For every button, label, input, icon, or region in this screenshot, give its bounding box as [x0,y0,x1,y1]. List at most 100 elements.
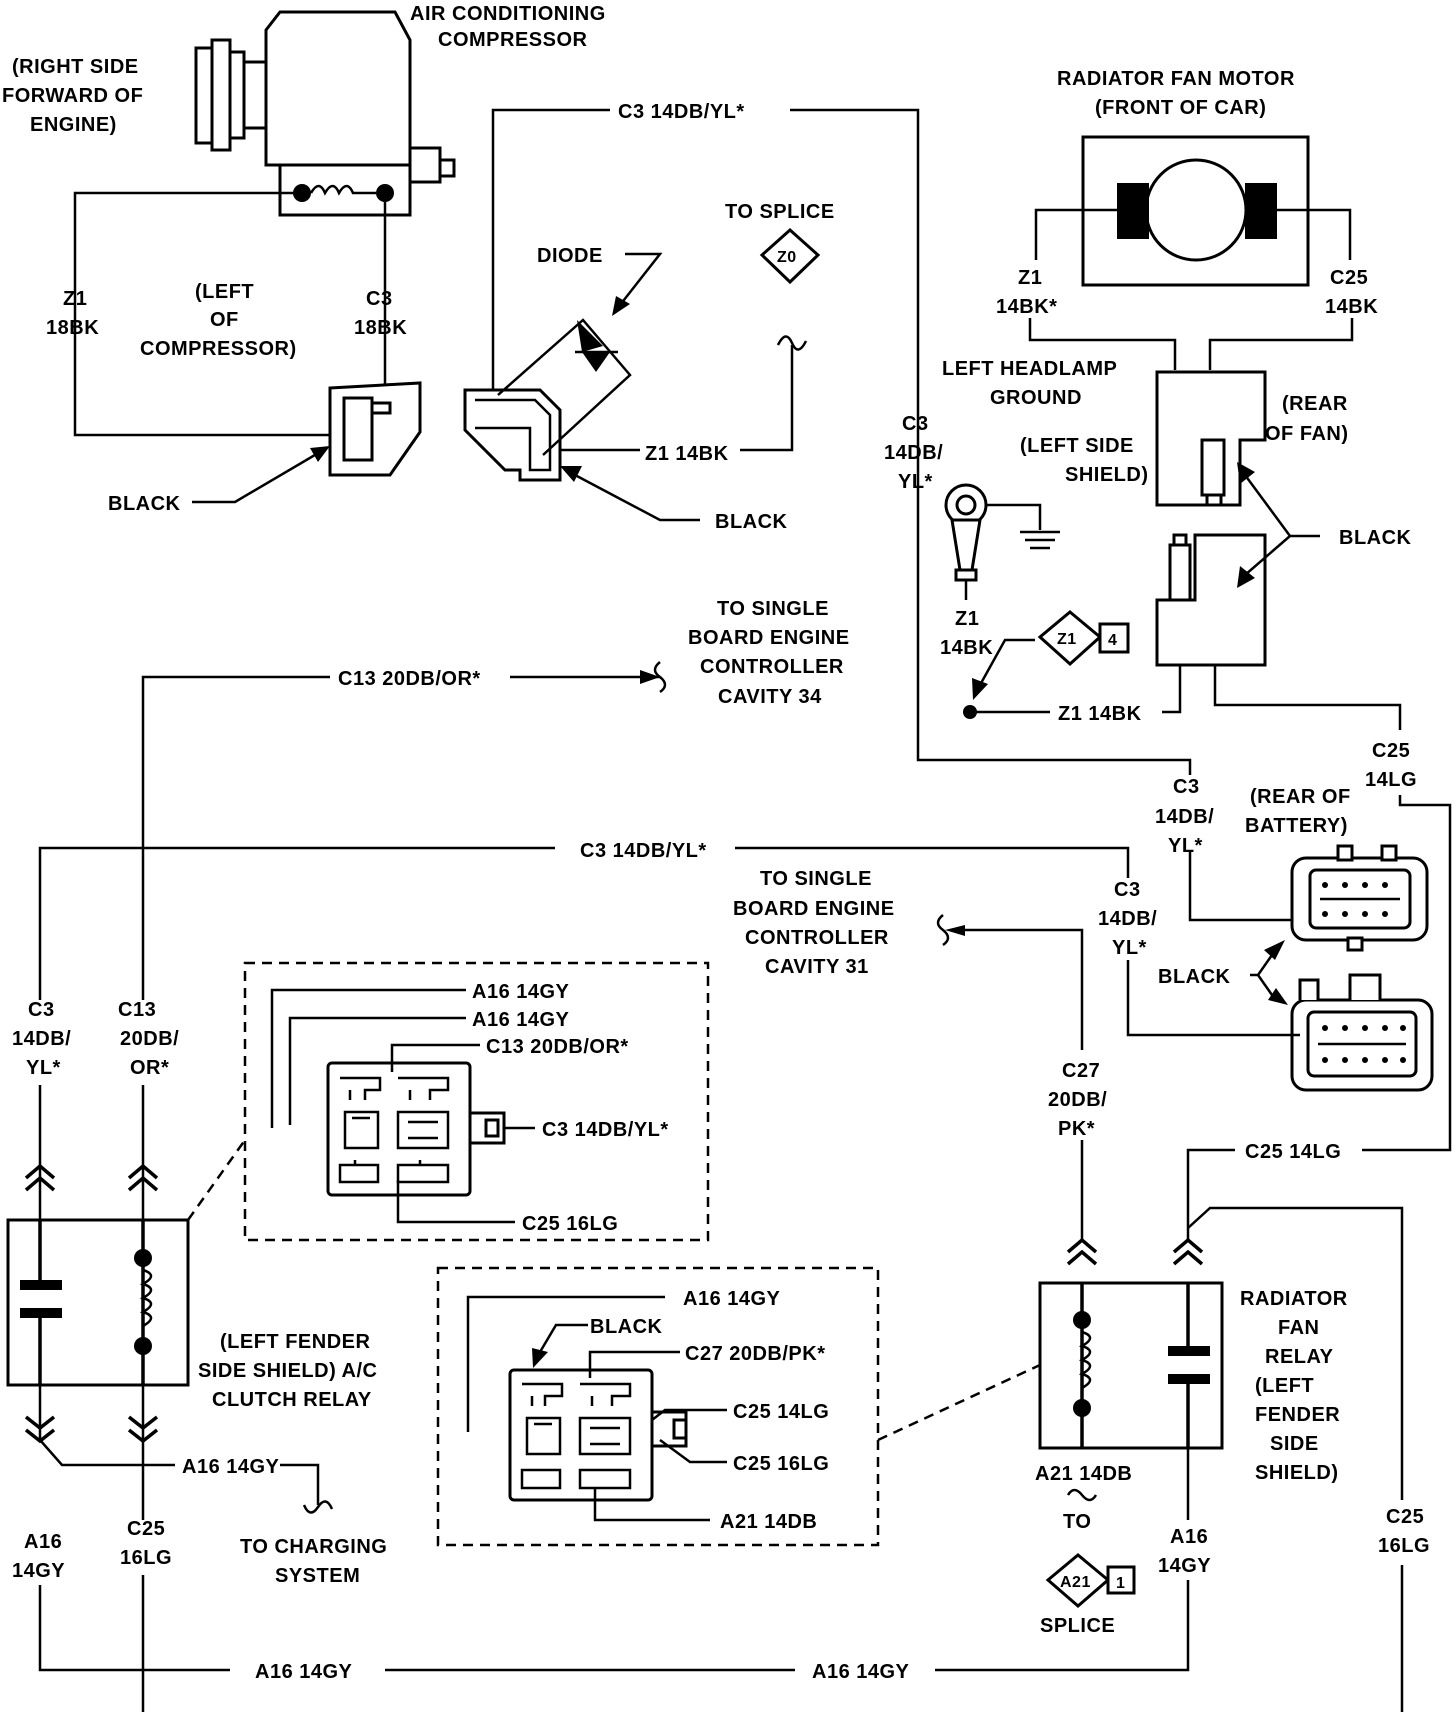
fan-conn-black-pointer [538,1323,588,1353]
a16-14gy-bottom-2-label: A16 14GY [812,1661,910,1683]
rear-of-fan-label: (REAR OF FAN) [1265,393,1354,445]
fan-conn-label-5: C25 16LG [733,1453,829,1475]
wire-break-31 [936,914,950,947]
c13-20db-or-top-label: C13 20DB/OR* [338,668,481,690]
wire-break [776,335,808,351]
splice-a21-num: 1 [1116,1575,1125,1592]
splice-a21-text: A21 [1060,1574,1091,1591]
c27-20db-pk-label: C27 20DB/ PK* [1048,1060,1113,1140]
c3-rear-batt-label: C3 14DB/ YL* [1155,776,1220,857]
a16-left-label: A16 14GY [12,1531,68,1582]
ac-clutch-relay-label: (LEFT FENDER SIDE SHIELD) A/C CLUTCH REL… [198,1331,384,1411]
wire-c3-battery-lower [1188,850,1305,922]
fan-conn-label-1: A16 14GY [683,1288,781,1310]
ac-relay-connector [326,1061,506,1197]
wire-break-a21 [1066,1488,1098,1502]
ac-conn-wire-5 [396,1180,515,1224]
black-pointer-1 [192,450,321,504]
ac-conn-wire-3 [390,1043,480,1072]
splice-label: SPLICE [1040,1615,1115,1637]
black-pointer-4 [1250,954,1274,996]
rear-of-battery-label: (REAR OF BATTERY) [1245,786,1357,837]
black-pointer-3 [1243,474,1320,576]
splice-z1-text: Z1 [1057,631,1077,648]
fan-conn-wire-1 [466,1295,665,1432]
battery-connector-upper [1290,844,1429,952]
wire-fan-z1-down [1028,318,1177,370]
fan-conn-label-4: C25 14LG [733,1401,829,1423]
c3-14db-yl-top-label: C3 14DB/YL* [618,101,745,123]
wire-fan-lower-z1 [968,665,1182,714]
z1-18bk-label: Z1 18BK [46,288,99,339]
wire-fan-lower-c25 [1213,665,1402,730]
c3-mid-label: C3 14DB/ YL* [884,413,949,493]
to-charging-system-label: TO CHARGING SYSTEM [240,1536,393,1587]
fan-connector-upper [1155,370,1267,507]
z1-14bk-ground-label: Z1 14BK [940,608,993,659]
a21-14db-label: A21 14DB [1035,1463,1132,1485]
left-of-compressor-label: (LEFT OF COMPRESSOR) [140,281,297,360]
wire-a16-left-down [38,1580,1190,1672]
ac-compressor-label: AIR CONDITIONING COMPRESSOR [410,3,612,51]
to-sbec-34-label: TO SINGLE BOARD ENGINE CONTROLLER CAVITY… [688,598,856,708]
z1-14bk-diode-label: Z1 14BK [645,443,729,465]
c3-14db-yl-long-label: C3 14DB/YL* [580,840,707,862]
diode-connector [463,318,632,482]
splice-z0-text: Z0 [777,249,797,266]
splice-a21-diamond [1045,1553,1111,1608]
black-label-4: BLACK [1158,966,1231,988]
radiator-fan-motor [1081,135,1310,287]
to-splice-z0-label: TO SPLICE [725,201,835,223]
radiator-fan-relay-label: RADIATOR FAN RELAY (LEFT FENDER SIDE SHI… [1240,1288,1354,1484]
fan-connector-lower [1155,533,1267,667]
ac-conn-label-5: C25 16LG [522,1213,618,1235]
radiator-fan-motor-label: RADIATOR FAN MOTOR (FRONT OF CAR) [1057,68,1301,119]
wire-c3-14db-yl-top [491,108,920,640]
fan-z1-label: Z1 14BK* [996,267,1057,318]
splice-dot [963,705,977,719]
c25-14lg-right-label: C25 14LG [1365,740,1417,791]
splice-z1-diamond [1037,610,1103,667]
wire-a16-left [38,1385,320,1505]
ac-clutch-relay [6,1218,190,1387]
wire-c25-14lg-right [1380,795,1452,1152]
wire-c25-14lg-mid [1186,1148,1380,1240]
ac-conn-label-3: C13 20DB/OR* [486,1036,629,1058]
wire-c25-16lg-right-top [1187,1206,1404,1500]
a16-right-label: A16 14GY [1158,1526,1214,1577]
wire-c3-to-battery [916,640,1192,775]
wire-break-charging [302,1500,334,1514]
fan-conn-wire-5 [659,1438,727,1464]
ac-compressor [194,10,456,217]
fan-relay-connector-box [436,1266,880,1547]
fan-conn-label-2: BLACK [590,1316,663,1338]
a16-14gy-bottom-1-label: A16 14GY [255,1661,353,1683]
diode-pointer [619,252,663,306]
c25-16lg-right-label: C25 16LG [1378,1506,1430,1557]
z1-14bk-lower-label: Z1 14BK [1058,703,1142,725]
wire-c3-long [38,846,1130,1000]
ac-conn-label-2: A16 14GY [472,1009,570,1031]
right-side-forward-label: (RIGHT SIDE FORWARD OF ENGINE) [2,56,149,136]
diode-label: DIODE [537,245,603,267]
left-side-shield-label: (LEFT SIDE SHIELD) [1020,435,1149,486]
ac-conn-wire-2 [288,1016,466,1125]
fan-c25-label: C25 14BK [1325,267,1378,318]
wire-z1-14bk-diode [560,345,794,452]
fan-conn-wire-3 [588,1350,680,1378]
splice-z1-num: 4 [1108,632,1117,649]
fan-relay-connector [508,1368,688,1502]
battery-connector-lower [1290,973,1434,1092]
wire-fan-c25 [1277,208,1352,260]
ac-conn-wire-1 [270,988,466,1128]
black-label-1: BLACK [108,493,181,515]
c3-14db-yl-3-label: C3 14DB/ YL* [1098,879,1163,959]
wire-fan-c25-down [1208,318,1354,370]
to-label: TO [1063,1511,1091,1533]
wire-c13-top [141,675,660,1000]
a16-14gy-mid-label: A16 14GY [182,1456,280,1478]
wire-c3-to-battery-lower [1126,960,1300,1037]
black-label-2: BLACK [715,511,788,533]
c25-14lg-mid-label: C25 14LG [1245,1141,1341,1163]
